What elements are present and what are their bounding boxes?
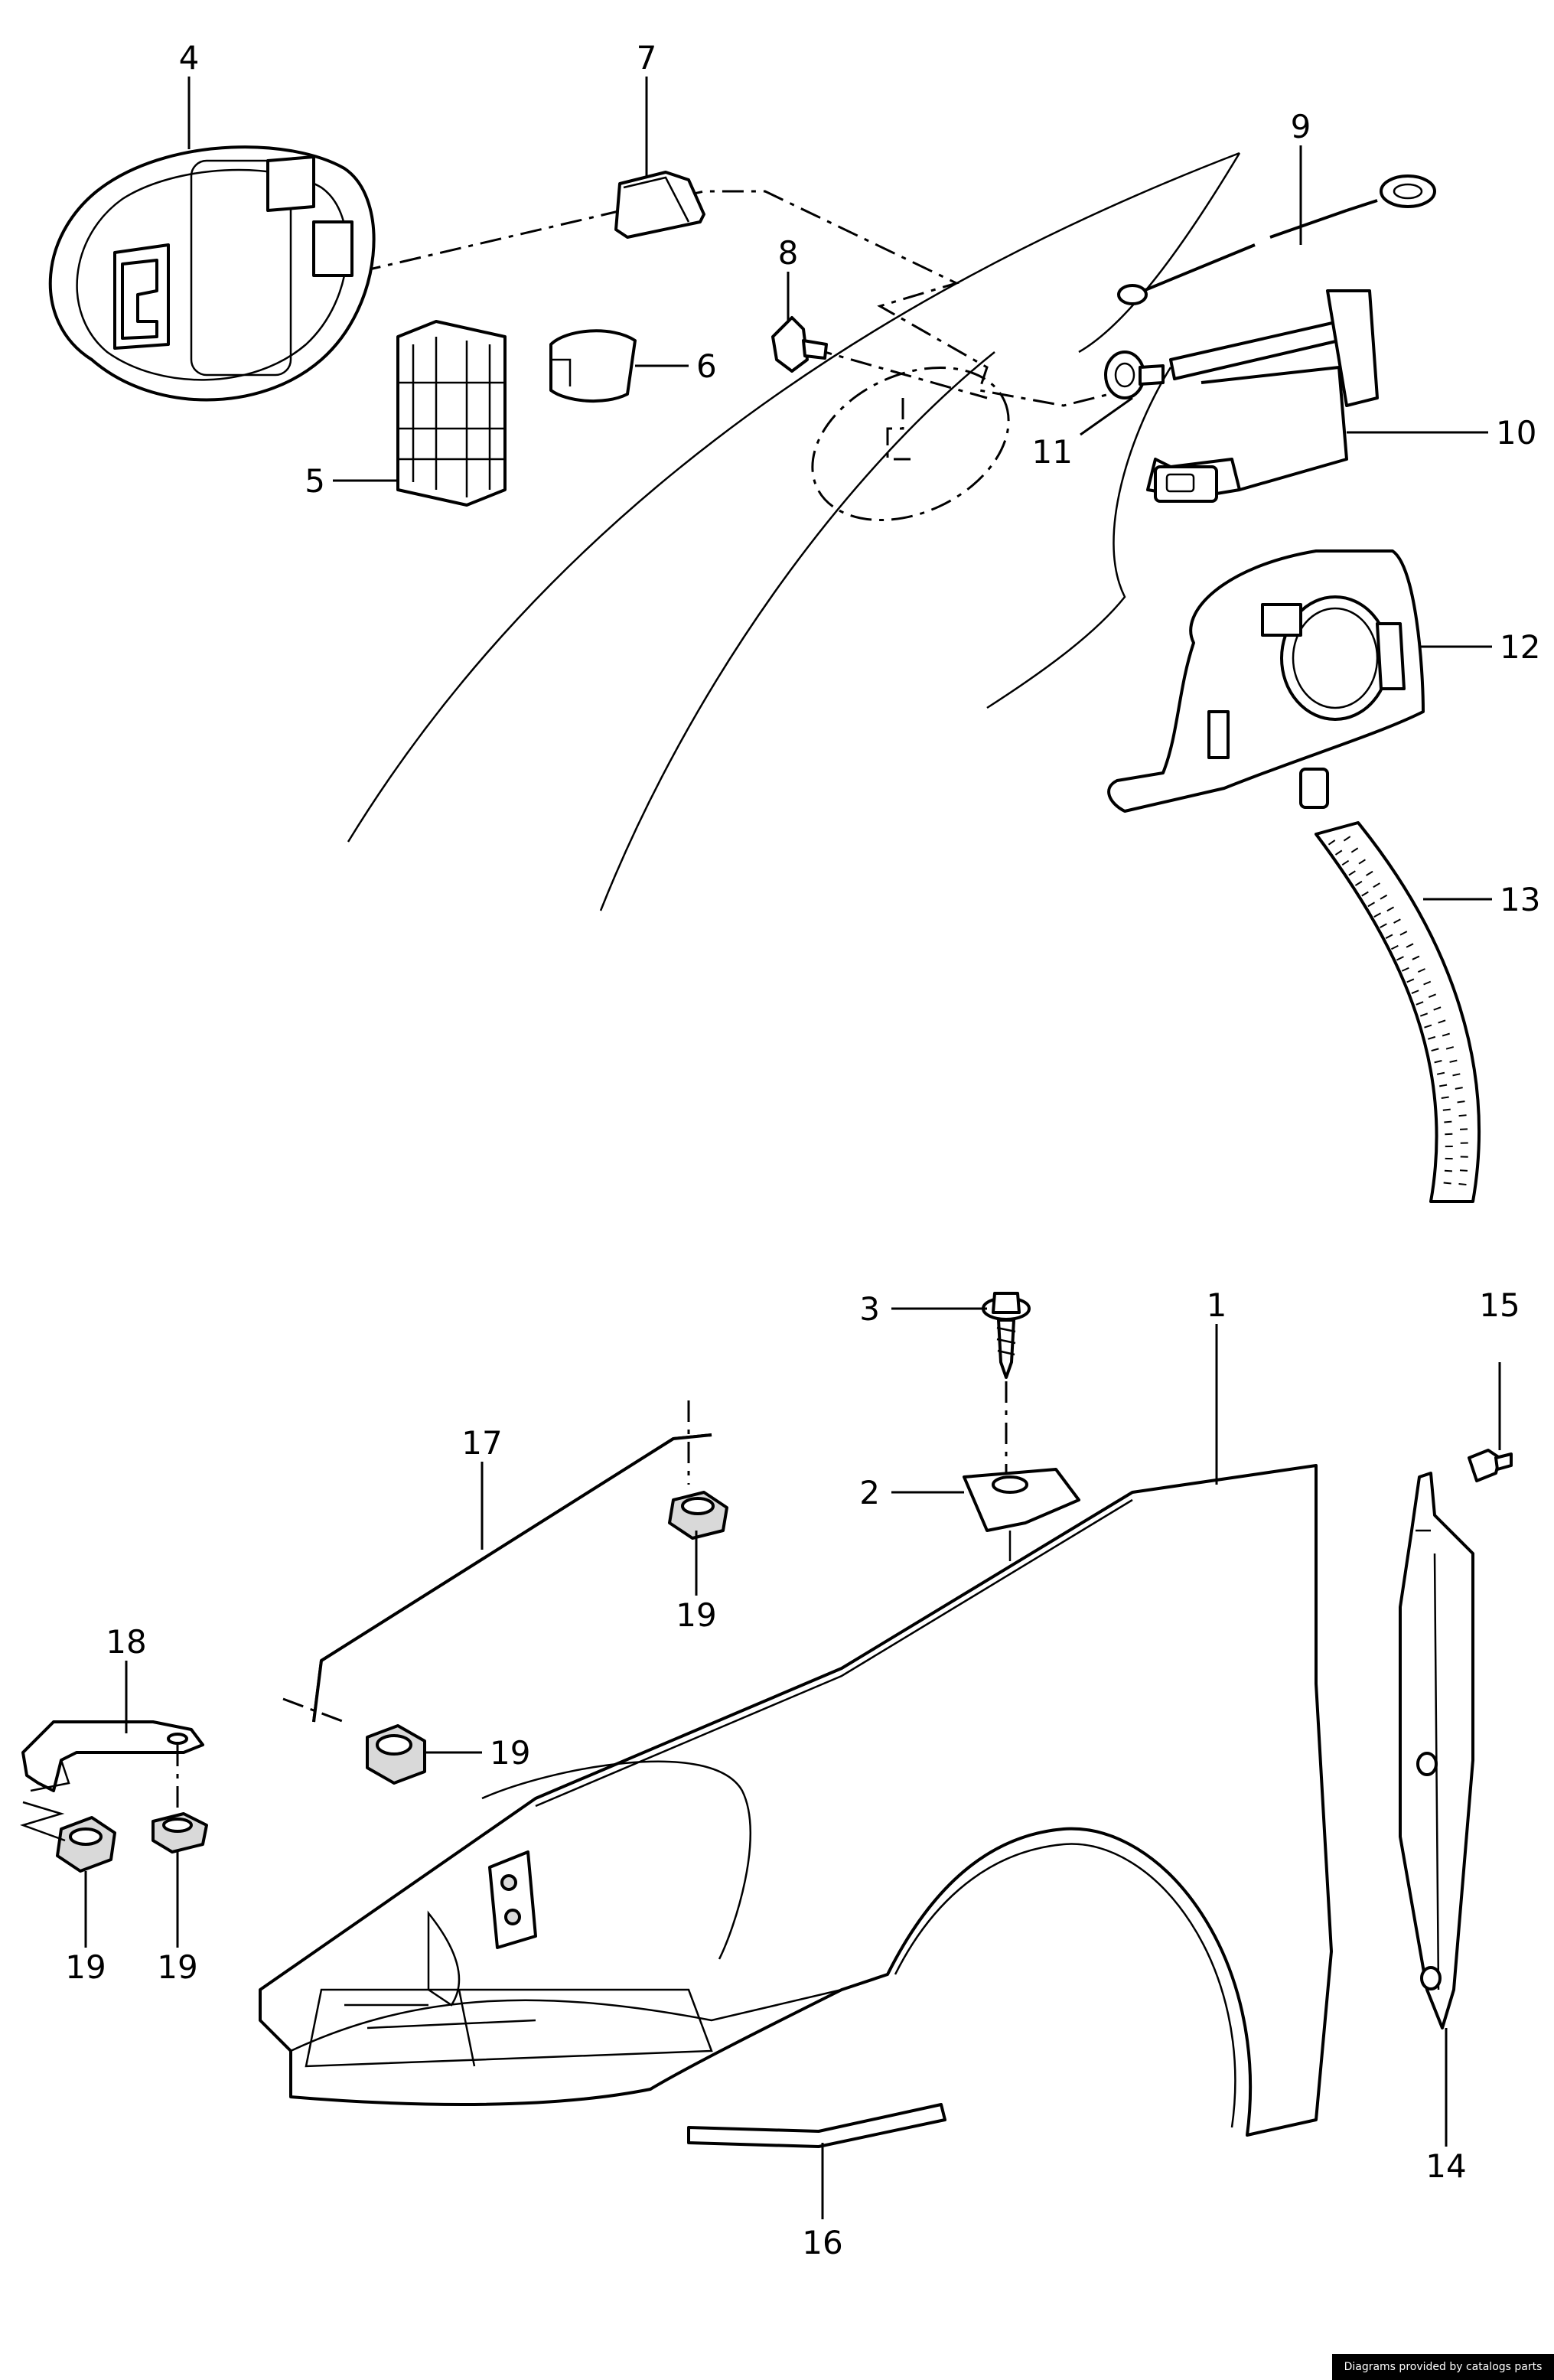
part-16-strip [687,2103,946,2148]
callout-2: 2 [859,1474,880,1511]
callout-1: 1 [1207,1286,1227,1324]
callout-15: 15 [1479,1286,1520,1324]
callout-9: 9 [1291,108,1311,145]
callout-16: 16 [802,2224,842,2261]
part-4-fuel-flap [48,145,376,402]
body-contour-lines [347,152,1241,911]
part-2-clip-nut [963,1468,1080,1561]
leader-lines [84,77,1501,2219]
callout-5: 5 [305,462,325,500]
callout-12: 12 [1500,628,1540,666]
part-19-nut-a [668,1491,728,1540]
credit-banner: Diagrams provided by catalogs parts [1332,2354,1554,2380]
part-15-clip [1468,1449,1513,1482]
part-10-actuator [1146,289,1379,503]
callout-6: 6 [696,347,717,385]
callout-11: 11 [1032,433,1073,471]
part-5-bracket [396,320,507,507]
part-3-screw [982,1292,1031,1473]
callout-10: 10 [1496,414,1536,452]
part-9-cable [1117,174,1436,305]
callout-19-c: 19 [65,1948,106,1986]
part-19-nut-b [366,1724,426,1785]
part-14-side-trim [1399,1472,1474,2030]
callout-numbers: 4 7 9 8 6 5 10 11 12 13 3 1 15 17 2 19 1… [65,39,1540,2261]
part-19-nut-d [151,1812,208,1853]
callout-19-a: 19 [676,1596,716,1634]
callout-19-b: 19 [490,1734,530,1772]
callout-7: 7 [637,39,657,77]
part-19-nut-c [56,1816,116,1873]
callout-14: 14 [1425,2147,1466,2185]
callout-4: 4 [179,39,200,77]
callout-17: 17 [461,1424,502,1462]
part-13-foam-strip [1315,821,1481,1203]
part-18-bracket [20,1720,204,1842]
part-1-fender [259,1464,1333,2137]
callout-8: 8 [778,234,799,272]
part-7-cap [614,171,705,239]
callout-3: 3 [859,1290,880,1328]
part-12-filler-housing [1107,549,1425,813]
part-8-screw [771,316,828,373]
callout-18: 18 [106,1623,146,1661]
callout-13: 13 [1500,881,1540,918]
part-6-clip [549,329,637,403]
part-17-rod [282,1400,712,1723]
part-11-bushing [1104,350,1165,399]
callout-19-d: 19 [157,1948,197,1986]
assembly-lines [359,190,1126,407]
